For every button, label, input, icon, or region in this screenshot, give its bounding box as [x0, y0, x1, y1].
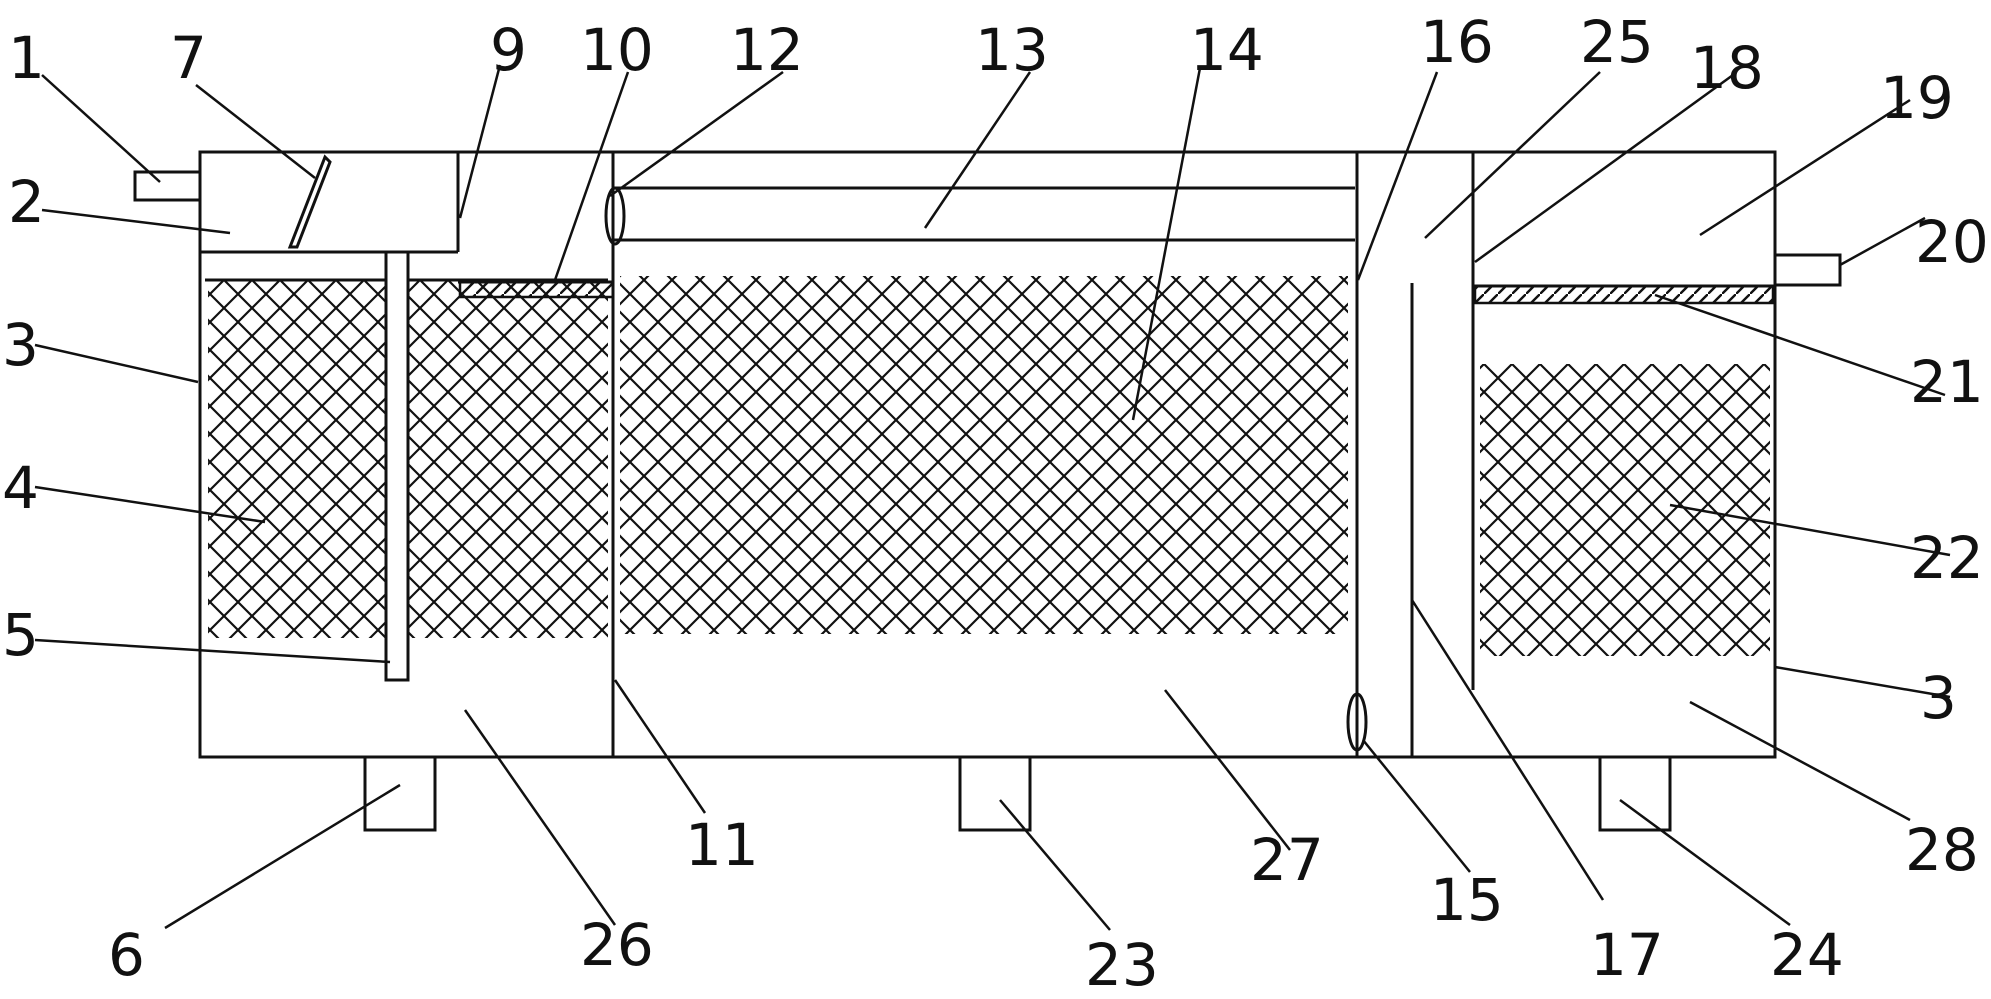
- label-22: 22: [1910, 524, 1984, 592]
- label-10: 10: [580, 16, 654, 84]
- orifice-15: [1346, 692, 1368, 752]
- center-pipe: [384, 250, 410, 682]
- support-leg-6: [363, 755, 437, 832]
- riser-channel: [1346, 152, 1475, 757]
- inlet-pipe: [133, 170, 202, 202]
- label-23: 23: [1085, 931, 1159, 999]
- label-12: 12: [730, 16, 804, 84]
- filter-mesh-14: [620, 276, 1348, 634]
- label-18: 18: [1690, 34, 1764, 102]
- label-25: 25: [1580, 8, 1654, 76]
- support-leg-24: [1598, 755, 1672, 832]
- label-27: 27: [1250, 826, 1324, 894]
- label-16: 16: [1420, 8, 1494, 76]
- label-13: 13: [975, 16, 1049, 84]
- label-5: 5: [2, 601, 39, 669]
- hatched-plate-10: [458, 280, 615, 299]
- label-3-right: 3: [1920, 664, 1957, 732]
- hatched-plate-21: [1473, 284, 1775, 305]
- label-9: 9: [490, 16, 527, 84]
- left-chamber: [133, 152, 615, 832]
- support-leg-23: [958, 755, 1032, 832]
- right-chamber: [1473, 253, 1842, 832]
- orifice-12: [604, 186, 626, 246]
- label-6: 6: [108, 921, 145, 989]
- label-20: 20: [1915, 208, 1989, 276]
- label-1: 1: [8, 24, 45, 92]
- label-21: 21: [1910, 348, 1984, 416]
- label-11: 11: [685, 811, 759, 879]
- label-17: 17: [1590, 921, 1664, 989]
- label-7: 7: [170, 24, 207, 92]
- leader-lines: [34, 64, 1951, 931]
- label-14: 14: [1190, 16, 1264, 84]
- label-2: 2: [8, 168, 45, 236]
- label-15: 15: [1430, 866, 1504, 934]
- vent-rod: [287, 154, 332, 249]
- label-19: 19: [1880, 64, 1954, 132]
- label-26: 26: [580, 911, 654, 979]
- outlet-pipe: [1773, 253, 1842, 287]
- label-3-left: 3: [2, 311, 39, 379]
- number-labels: 1 2 3 4 5 6 7 9 10 11 12 13 14 15 16 17 …: [2, 8, 1989, 999]
- label-24: 24: [1770, 921, 1844, 989]
- label-28: 28: [1905, 816, 1979, 884]
- label-4: 4: [2, 454, 39, 522]
- middle-chamber: [604, 186, 1355, 832]
- filter-mesh-22: [1480, 364, 1770, 656]
